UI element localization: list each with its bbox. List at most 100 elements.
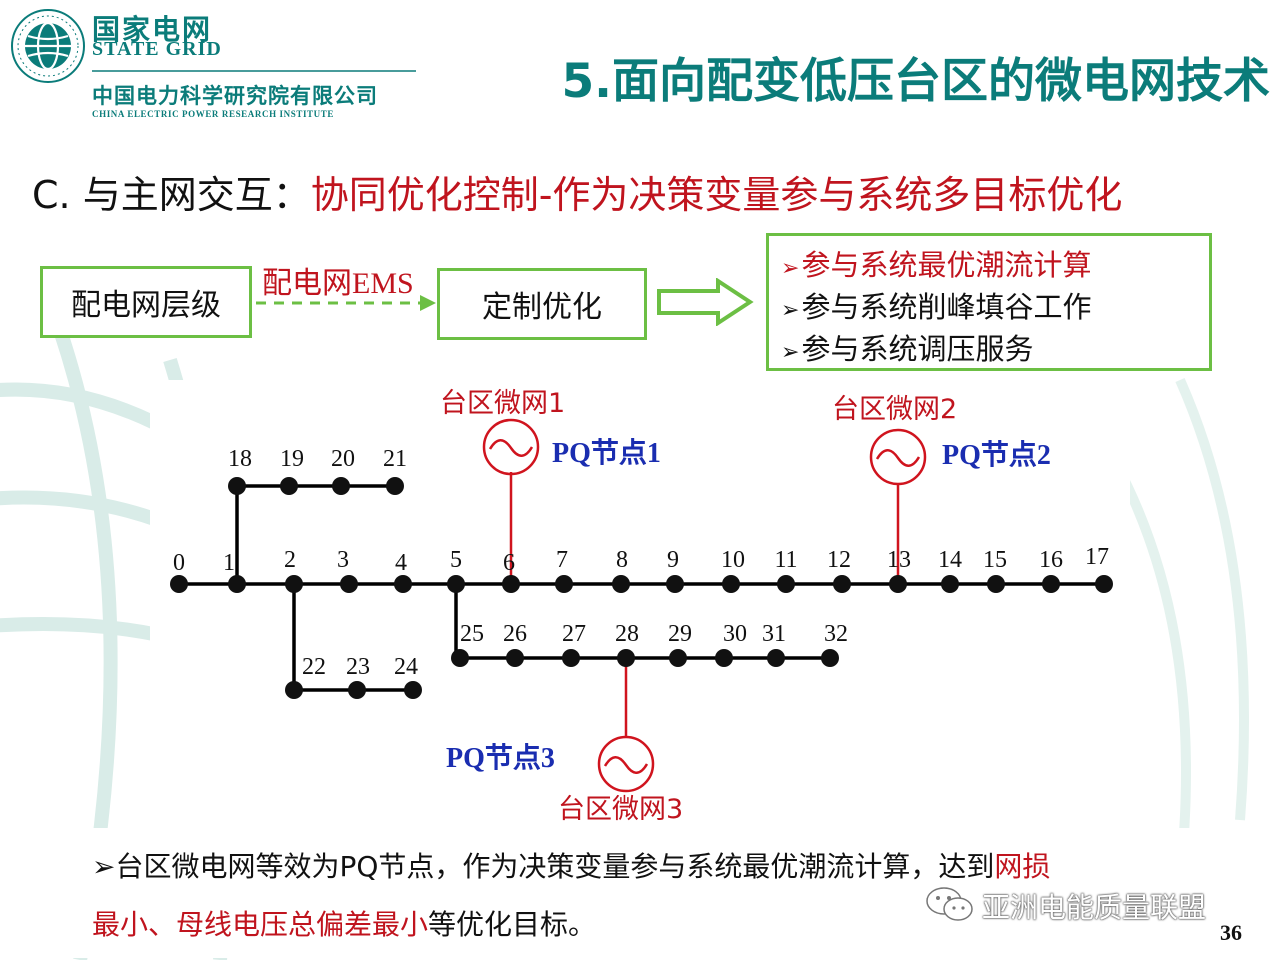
bus-label: 23 [346, 654, 370, 680]
bus-label: 10 [721, 547, 745, 573]
bus-label: 32 [824, 621, 848, 647]
slide-subtitle: C. 与主网交互：协同优化控制-作为决策变量参与系统多目标优化 [32, 164, 1122, 219]
bus-node [285, 681, 303, 699]
bus-node [170, 575, 188, 593]
bus-node [777, 575, 795, 593]
bus-node [404, 681, 422, 699]
bus-label: 14 [938, 547, 962, 573]
bus-label: 6 [503, 550, 515, 576]
bus-node [821, 649, 839, 667]
bus-node [612, 575, 630, 593]
pq-node-label: PQ节点1 [552, 437, 661, 469]
bus-node [386, 477, 404, 495]
bus-label: 27 [562, 621, 586, 647]
arrow-bullet-icon: ➢ [781, 298, 800, 323]
page-number: 36 [1220, 920, 1242, 945]
bus-label: 1 [223, 550, 235, 576]
distribution-level-box: 配电网层级 [40, 266, 252, 338]
bus-node [340, 575, 358, 593]
bus-node [722, 575, 740, 593]
arrow-bullet-icon: ➢ [92, 850, 116, 883]
bus-node [562, 649, 580, 667]
bus-node [1042, 575, 1060, 593]
distribution-level-label: 配电网层级 [71, 288, 221, 323]
participation-list-box: ➢参与系统最优潮流计算 ➢参与系统削峰填谷工作 ➢参与系统调压服务 [766, 233, 1212, 371]
bus-label: 24 [394, 654, 418, 680]
bus-node [451, 649, 469, 667]
bus-node [348, 681, 366, 699]
bus-label: 25 [460, 621, 484, 647]
state-grid-logo-icon [11, 9, 85, 83]
pq-node-label: PQ节点3 [446, 742, 555, 774]
bus-label: 5 [450, 547, 462, 573]
microgrid-name: 台区微网3 [558, 794, 683, 825]
custom-optimization-label: 定制优化 [482, 290, 602, 325]
slide-title: 5.面向配变低压台区的微电网技术 [561, 54, 1270, 109]
bus-node [394, 575, 412, 593]
bus-label: 3 [337, 547, 349, 573]
bus-node [715, 649, 733, 667]
bus-node [285, 575, 303, 593]
bus-label: 30 [723, 621, 747, 647]
list-item: ➢参与系统调压服务 [781, 332, 1034, 366]
bus-label: 13 [887, 547, 911, 573]
institute-name-en: CHINA ELECTRIC POWER RESEARCH INSTITUTE [92, 109, 334, 119]
microgrid-name: 台区微网2 [832, 394, 957, 425]
bus-label: 0 [173, 550, 185, 576]
generator-source-icon [597, 735, 655, 793]
microgrid-name: 台区微网1 [440, 388, 565, 419]
bus-node [228, 575, 246, 593]
bus-node [280, 477, 298, 495]
bus-label: 12 [827, 547, 851, 573]
bus-node [669, 649, 687, 667]
bus-label: 2 [284, 547, 296, 573]
bus-label: 16 [1039, 547, 1063, 573]
pq-node-label: PQ节点2 [942, 439, 1051, 471]
bus-node [555, 575, 573, 593]
wechat-icon [926, 887, 973, 921]
bus-node [447, 575, 465, 593]
bus-node [767, 649, 785, 667]
bus-node [506, 649, 524, 667]
logo-name-en: STATE GRID [92, 38, 222, 60]
bus-node [502, 575, 520, 593]
list-item: ➢参与系统削峰填谷工作 [781, 290, 1092, 324]
subtitle-prefix: C. 与主网交互： [32, 173, 311, 217]
hollow-arrow-icon [657, 278, 754, 326]
subtitle-highlight: 协同优化控制-作为决策变量参与系统多目标优化 [310, 173, 1123, 217]
bus-label: 15 [983, 547, 1007, 573]
institute-name-cn: 中国电力科学研究院有限公司 [92, 84, 378, 108]
bus-label: 17 [1085, 544, 1109, 570]
bus-label: 31 [762, 621, 786, 647]
bus-label: 21 [383, 446, 407, 472]
arrow-bullet-icon: ➢ [781, 340, 800, 365]
generator-source-icon [482, 418, 540, 476]
custom-optimization-box: 定制优化 [437, 268, 647, 340]
bus-node [941, 575, 959, 593]
bus-label: 8 [616, 547, 628, 573]
bus-node [332, 477, 350, 495]
bus-label: 29 [668, 621, 692, 647]
bus-node [987, 575, 1005, 593]
bus-node [1095, 575, 1113, 593]
ems-arrow-label: 配电网EMS [262, 267, 414, 300]
bus-node [617, 649, 635, 667]
bus-label: 26 [503, 621, 527, 647]
watermark-text: 亚洲电能质量联盟 [982, 891, 1207, 924]
bus-label: 4 [395, 550, 407, 576]
bus-node [889, 575, 907, 593]
bus-label: 9 [667, 547, 679, 573]
bus-node [666, 575, 684, 593]
bus-label: 28 [615, 621, 639, 647]
bus-label: 18 [228, 446, 252, 472]
arrow-bullet-icon: ➢ [781, 256, 800, 281]
generator-source-icon [869, 428, 927, 486]
list-item: ➢参与系统最优潮流计算 [781, 248, 1092, 282]
bus-node [228, 477, 246, 495]
bus-label: 7 [556, 547, 568, 573]
dashed-arrow-icon [256, 295, 436, 311]
bus-label: 11 [774, 547, 797, 573]
